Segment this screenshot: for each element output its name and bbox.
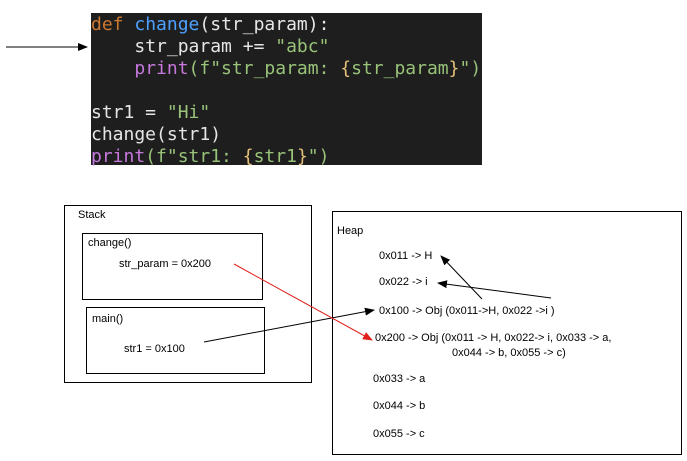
heap-entry-a: 0x033 -> a (373, 373, 426, 385)
code-line-1: def change(str_param): (91, 14, 482, 36)
brace: { (242, 146, 254, 167)
brace: } (296, 146, 308, 167)
str1-var: str1 = 0x100 (124, 343, 185, 355)
builtin: print (91, 146, 146, 167)
str-param-ref-arrow (233, 263, 373, 341)
string-literal: ") (307, 146, 330, 167)
heap-entry-0x100: 0x100 -> Obj (0x011->H, 0x022 ->i ) (379, 305, 555, 317)
code-text: str_param += (134, 36, 276, 57)
brace: { (340, 58, 352, 79)
code-line-3: print(f"str_param: {str_param}") (91, 58, 482, 80)
code-text: (str_param): (199, 14, 330, 35)
stack-box (64, 205, 312, 383)
heap-entry-i: 0x022 -> i (379, 276, 428, 288)
code-text: change(str1) (91, 124, 222, 145)
heap-entry-0x200: 0x200 -> Obj (0x011 -> H, 0x022-> i, 0x0… (375, 332, 612, 344)
str1-ref-arrow (203, 307, 375, 343)
obj-to-h-arrow (440, 255, 483, 300)
function-name: change (134, 14, 200, 35)
heap-entry-h: 0x011 -> H (379, 250, 433, 262)
brace: } (448, 58, 460, 79)
code-line-2: str_param += "abc" (91, 36, 482, 58)
change-frame (82, 233, 263, 300)
interp-var: str1 (253, 146, 297, 167)
heap-entry-0x200-cont: 0x044 -> b, 0x055 -> c) (452, 347, 566, 359)
str-param-var: str_param = 0x200 (119, 258, 212, 270)
main-frame (86, 307, 265, 374)
code-text: str1 = (91, 102, 167, 123)
string-literal: (f"str_param: (188, 58, 341, 79)
heap-entry-c: 0x055 -> c (373, 428, 425, 440)
code-block: def change(str_param): str_param += "abc… (91, 13, 482, 168)
obj-to-i-arrow (437, 280, 552, 299)
builtin: print (134, 58, 189, 79)
keyword: def (91, 14, 124, 35)
heap-title: Heap (337, 225, 364, 237)
string-literal: "abc" (275, 36, 330, 57)
interp-var: str_param (351, 58, 449, 79)
string-literal: (f"str1: (145, 146, 243, 167)
heap-entry-b: 0x044 -> b (373, 400, 426, 412)
string-literal: ") (459, 58, 482, 79)
code-line-7: print(f"str1: {str1}") (91, 146, 482, 168)
code-line-6: change(str1) (91, 124, 482, 146)
string-literal: "Hi" (166, 102, 211, 123)
change-frame-title: change() (88, 237, 132, 249)
code-line-5: str1 = "Hi" (91, 102, 482, 124)
main-frame-title: main() (92, 313, 124, 325)
stack-title: Stack (78, 209, 106, 221)
heap-box (332, 211, 682, 455)
